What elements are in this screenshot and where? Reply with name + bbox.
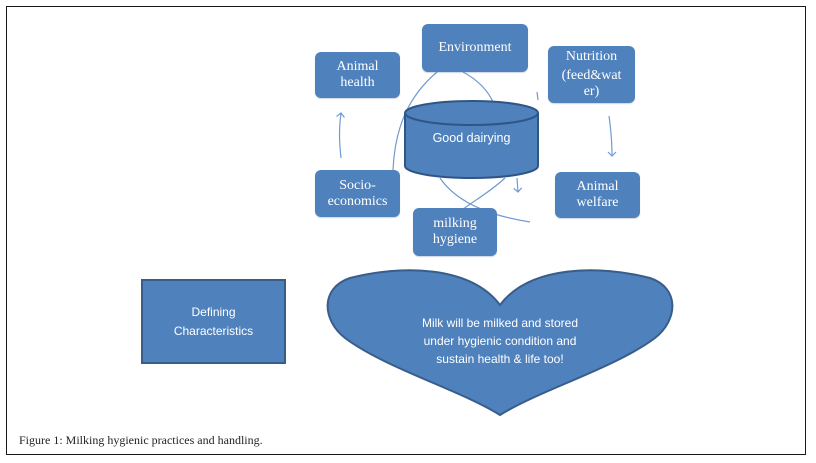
connector-cylinder-right-edge <box>536 91 539 101</box>
nutrition-label-line2: (feed&wat <box>561 68 622 83</box>
environment-label: Environment <box>438 40 512 55</box>
good-dairying-cylinder <box>404 100 539 179</box>
defining-label-line1: Defining <box>191 304 236 319</box>
socio-economics-label-line1: Socio- <box>339 177 376 193</box>
arrow-up-to-animal-health <box>336 112 345 159</box>
heart-text: Milk will be milked and stored under hyg… <box>380 314 620 368</box>
heart-text-line1: Milk will be milked and stored <box>421 316 579 330</box>
socio-economics-node: Socio- economics <box>315 170 400 217</box>
figure-frame <box>6 6 806 455</box>
connector-cross-a <box>439 177 531 223</box>
connector-cross-b <box>461 177 506 211</box>
good-dairying-label: Good dairying <box>432 131 511 145</box>
animal-health-label-line1: Animal <box>336 59 379 74</box>
connector-environment-right-arc <box>462 71 495 105</box>
heart-shape <box>326 269 674 417</box>
socio-economics-label-line2: economics <box>327 193 388 209</box>
animal-welfare-label-line1: Animal <box>576 179 619 194</box>
nutrition-node: Nutrition (feed&wat er) <box>548 46 635 103</box>
milking-hygiene-label-line2: hygiene <box>432 232 478 247</box>
animal-welfare-label-line2: welfare <box>576 195 619 210</box>
heart-text-line2: under hygienic condition and <box>423 334 577 348</box>
milking-hygiene-node: milking hygiene <box>413 208 497 256</box>
nutrition-label-line3: er) <box>583 84 600 99</box>
nutrition-label-line1: Nutrition <box>565 49 618 64</box>
defining-characteristics-box: Defining Characteristics <box>141 279 286 364</box>
arrow-down-to-animal-welfare <box>607 115 617 157</box>
milking-hygiene-label-line1: milking <box>433 216 477 231</box>
animal-welfare-node: Animal welfare <box>555 172 640 218</box>
arrow-down-below-cylinder <box>513 177 523 193</box>
figure-caption: Figure 1: Milking hygienic practices and… <box>19 433 263 447</box>
animal-health-node: Animal health <box>315 52 400 98</box>
heart-text-line3: sustain health & life too! <box>436 352 564 366</box>
animal-health-label-line2: health <box>340 75 375 90</box>
environment-node: Environment <box>422 24 528 72</box>
defining-label-line2: Characteristics <box>173 323 254 338</box>
